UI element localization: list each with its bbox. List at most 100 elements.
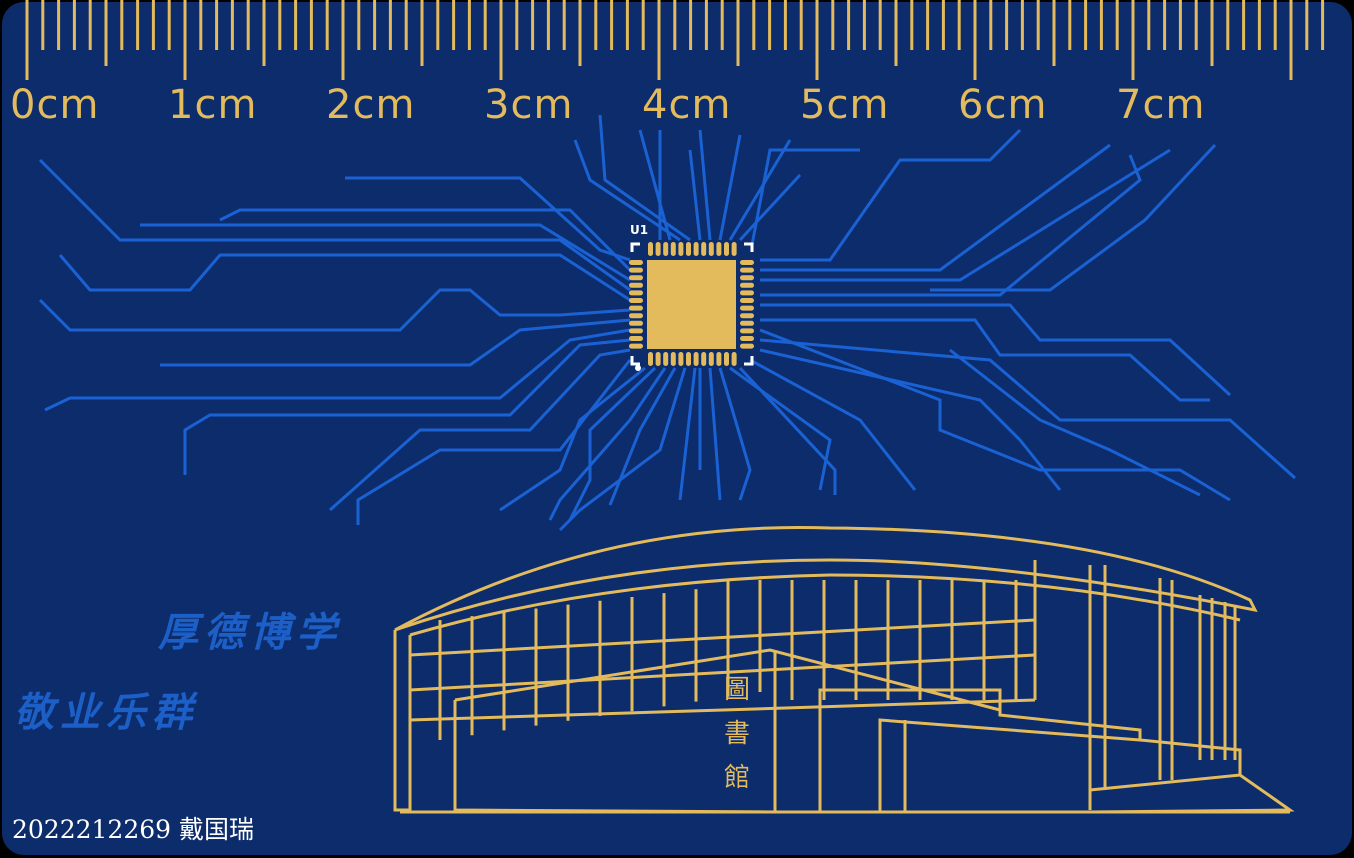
chip-pin <box>629 328 643 334</box>
chip-pin <box>740 313 754 319</box>
chip-pin <box>655 352 661 366</box>
circuit-trace <box>548 367 667 521</box>
chip-pin <box>629 260 643 265</box>
circuit-trace <box>760 154 1142 297</box>
building-line <box>409 573 1241 637</box>
circuit-trace <box>160 318 631 367</box>
ruler-label: 6cm <box>958 82 1048 128</box>
circuit-trace <box>688 149 702 241</box>
ruler-label: 1cm <box>168 82 258 128</box>
chip-pin <box>740 328 754 334</box>
chip-pin <box>724 242 729 256</box>
chip-pin <box>740 290 754 296</box>
circuit-trace <box>44 328 631 412</box>
chip-pin <box>740 282 754 288</box>
chip-pin <box>629 267 643 273</box>
silkscreen-corner <box>630 242 640 252</box>
chip-pin <box>708 352 714 366</box>
circuit-trace <box>749 358 917 491</box>
student-id-name: 2022212269 戴国瑞 <box>12 815 255 844</box>
chip-pin <box>686 242 691 256</box>
circuit-trace <box>760 128 1022 262</box>
circuit-trace <box>760 303 1232 397</box>
chip-pin <box>663 242 669 256</box>
circuit-trace <box>718 367 752 501</box>
circuit-trace <box>38 158 631 292</box>
chip-pin <box>716 352 722 366</box>
chip-pin <box>740 336 754 341</box>
chip-pin <box>708 242 714 256</box>
circuit-traces <box>38 114 1296 532</box>
chip-pin <box>648 242 653 256</box>
ruler-label: 4cm <box>642 82 732 128</box>
ruler-label: 7cm <box>1116 82 1206 128</box>
building-line <box>878 718 1242 812</box>
circuit-trace <box>718 134 742 241</box>
motto-2: 敬业乐群 <box>14 689 198 736</box>
chip-pin <box>740 260 754 265</box>
building-line <box>394 526 1258 632</box>
circuit-trace <box>638 129 672 241</box>
circuit-trace <box>183 338 631 475</box>
chip-pin <box>693 352 699 366</box>
chip-pin <box>716 242 722 256</box>
motto-1: 厚德博学 <box>158 609 342 656</box>
chip-pin <box>686 352 691 366</box>
circuit-trace <box>329 348 631 512</box>
chip-pin <box>740 320 754 326</box>
chip-pin <box>740 275 754 281</box>
chip-pin <box>629 313 643 319</box>
chip-pin <box>740 298 754 303</box>
chip-pin <box>740 343 754 349</box>
library-building-outline <box>393 526 1295 814</box>
chip-pin <box>724 352 729 366</box>
chip-pin <box>629 336 643 341</box>
circuit-trace <box>219 208 632 272</box>
circuit-trace <box>759 328 1231 502</box>
circuit-trace <box>738 173 802 242</box>
chip-pad <box>647 260 736 349</box>
circuit-trace <box>759 338 1296 480</box>
building-line <box>818 688 1142 812</box>
building-line <box>409 698 1036 722</box>
circuit-trace <box>760 318 1210 402</box>
circuit-trace <box>345 176 631 262</box>
chip-pin <box>629 282 643 288</box>
chip-pin <box>678 242 684 256</box>
chip-pin <box>629 343 643 349</box>
chip-pin <box>655 242 661 256</box>
chip-pin <box>629 320 643 326</box>
ruler-label: 5cm <box>800 82 890 128</box>
silkscreen-corner <box>744 356 754 366</box>
circuit-trace <box>750 148 860 246</box>
circuit-trace <box>930 143 1217 292</box>
circuit-trace <box>698 129 712 241</box>
ruler-label: 2cm <box>326 82 416 128</box>
chip-pin <box>678 352 684 366</box>
chip-u1 <box>629 242 754 371</box>
chip-pin <box>740 305 754 311</box>
ruler-label: 3cm <box>484 82 574 128</box>
ruler-label: 0cm <box>10 82 100 128</box>
ruler-ticks <box>25 0 1325 80</box>
circuit-trace <box>598 114 691 242</box>
circuit-trace <box>573 139 681 242</box>
circuit-trace <box>38 288 631 332</box>
chip-pin <box>740 267 754 273</box>
library-sign: 圖書館 <box>723 675 750 793</box>
chip-pin <box>629 305 643 311</box>
circuit-trace <box>58 253 631 302</box>
circuit-trace <box>678 367 697 501</box>
pin1-marker <box>635 365 641 371</box>
circuit-trace <box>760 143 1111 272</box>
circuit-trace <box>759 348 1062 491</box>
silkscreen-corner <box>630 356 640 366</box>
circuit-trace <box>558 367 687 532</box>
silkscreen-corner <box>744 242 754 252</box>
circuit-trace <box>356 359 632 525</box>
chip-designator: U1 <box>630 223 649 237</box>
chip-pin <box>629 298 643 303</box>
circuit-trace <box>568 366 657 521</box>
